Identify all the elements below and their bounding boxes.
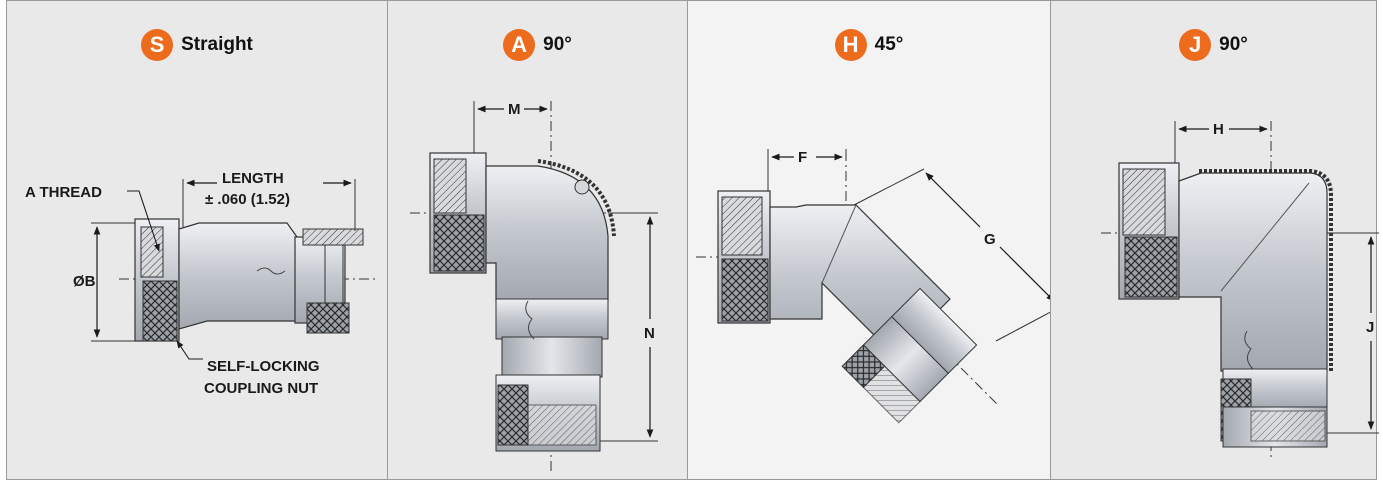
elbow-body	[485, 165, 609, 302]
label-h: H	[1213, 121, 1224, 138]
title-j-90: 90°	[1219, 34, 1248, 55]
elbow-45-drawing: F G	[696, 149, 1051, 424]
panel-h-45: H 45° F	[687, 1, 1051, 479]
title-a-90: 90°	[543, 34, 572, 55]
badge-h: H	[834, 29, 867, 61]
straight-body	[178, 222, 298, 330]
title-straight: Straight	[181, 34, 253, 55]
label-nut-line1: SELF-LOCKING	[207, 358, 320, 375]
panel-title: H 45°	[688, 29, 1050, 61]
panel-title: A 90°	[388, 29, 687, 61]
label-nut-line2: COUPLING NUT	[204, 380, 318, 397]
panel-straight: S Straight ØB	[7, 1, 387, 479]
badge-s: S	[141, 29, 174, 61]
elbow-90-body	[1178, 172, 1328, 372]
elbow-90-drawing-j: H J	[1101, 121, 1379, 461]
label-g: G	[984, 231, 996, 248]
label-length-tolerance: ± .060 (1.52)	[205, 191, 290, 208]
badge-j: J	[1179, 29, 1212, 61]
straight-connector-drawing: ØB LENGTH ± .060 (1.52) A THREAD SELF-LO…	[25, 170, 377, 397]
label-length: LENGTH	[222, 170, 284, 187]
panel-title: S Straight	[7, 29, 387, 61]
panel-a-90: A 90° M	[387, 1, 687, 479]
label-m: M	[508, 101, 521, 118]
label-j: J	[1366, 319, 1374, 336]
panel-title: J 90°	[1051, 29, 1376, 61]
label-diameter-b: ØB	[73, 273, 96, 290]
label-n: N	[644, 325, 655, 342]
elbow-90-drawing-a: M N	[410, 101, 658, 471]
label-f: F	[798, 149, 807, 166]
panel-j-90: J 90° H	[1050, 1, 1379, 479]
badge-a: A	[503, 29, 536, 61]
label-a-thread: A THREAD	[25, 184, 102, 201]
title-h-45: 45°	[874, 34, 904, 55]
connector-variants-diagram: S Straight ØB	[6, 0, 1379, 480]
